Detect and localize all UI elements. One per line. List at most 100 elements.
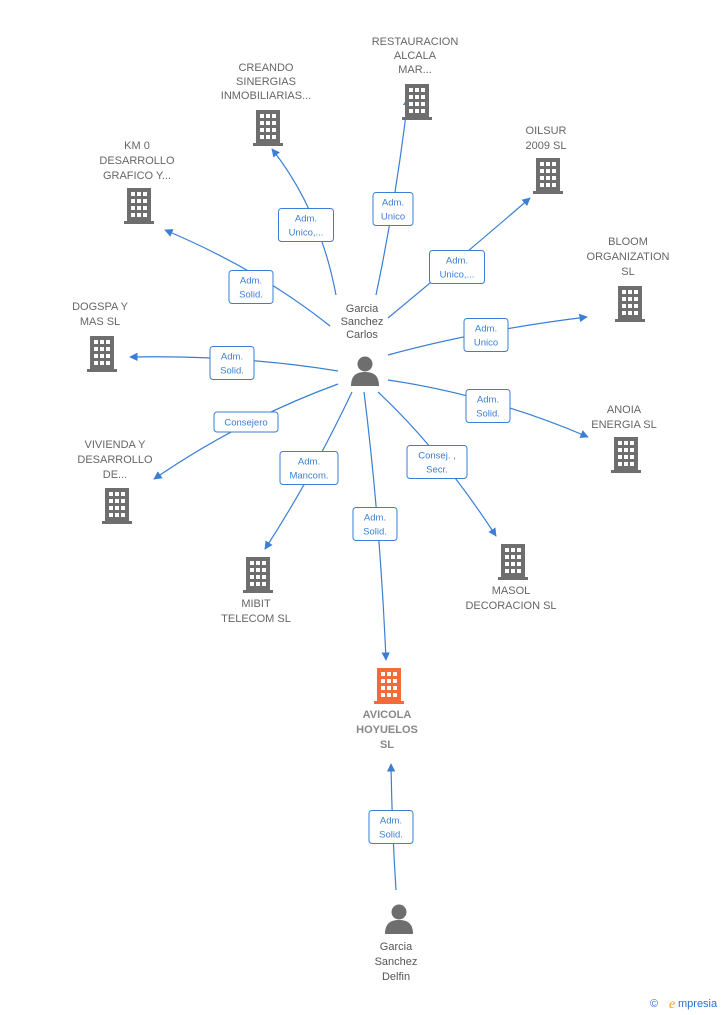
role-label-text: Unico	[474, 338, 498, 349]
role-label-box	[279, 451, 339, 485]
company-name-line: KM 0	[124, 140, 150, 152]
company-name-line: ANOIA	[607, 404, 642, 416]
role-label-box	[228, 270, 274, 304]
role-label-text: Adm.	[295, 214, 317, 225]
company-name-line: DESARROLLO	[99, 155, 175, 167]
company-name-line: MASOL	[492, 585, 531, 597]
role-label-text: Adm.	[475, 324, 497, 335]
company-node-c_anoia[interactable]: ANOIA ENERGIA SL	[591, 404, 657, 473]
company-node-c_crea[interactable]: CREANDOSINERGIASINMOBILIARIAS...	[221, 62, 311, 146]
role-label-box	[352, 507, 398, 541]
role-label-box	[209, 346, 255, 380]
company-node-c_oil[interactable]: OILSUR 2009 SL	[526, 125, 567, 194]
role-label-p2-c_avicola[interactable]: Adm. Solid.	[368, 810, 414, 844]
role-label-p1-c_mibit[interactable]: Adm.Mancom.	[279, 451, 339, 485]
role-label-text: Adm.	[446, 256, 468, 267]
company-name-line: GRAFICO Y...	[103, 170, 171, 182]
role-label-box	[368, 810, 414, 844]
company-node-c_dog[interactable]: DOGSPA Y MAS SL	[72, 301, 129, 372]
role-label-p1-c_anoia[interactable]: Adm. Solid.	[465, 389, 511, 423]
company-name-line: ORGANIZATION	[587, 251, 670, 263]
building-icon	[253, 110, 283, 146]
person-name-line: Sanchez	[341, 316, 384, 328]
company-name-line: VIVIENDA Y	[85, 439, 147, 451]
role-label-p1-c_oil[interactable]: Adm. Unico,...	[429, 250, 485, 284]
role-label-p1-c_masol[interactable]: Consej. ,Secr.	[406, 445, 468, 479]
company-name-line: RESTAURACION	[372, 36, 459, 48]
role-label-text: Unico,...	[440, 270, 475, 281]
company-name-line: DESARROLLO	[77, 454, 153, 466]
person-icon	[351, 356, 379, 386]
company-name-line: ALCALA	[394, 50, 437, 62]
building-icon	[533, 158, 563, 194]
building-icon	[611, 437, 641, 473]
company-name-line: SL	[380, 739, 394, 751]
building-icon	[374, 668, 404, 704]
building-icon	[498, 544, 528, 580]
company-name-line: SINERGIAS	[236, 76, 296, 88]
role-label-text: Unico	[381, 212, 405, 223]
company-name-line: AVICOLA	[363, 709, 412, 721]
company-name-line: HOYUELOS	[356, 724, 418, 736]
company-node-c_viv[interactable]: VIVIENDA YDESARROLLODE...	[77, 439, 153, 524]
role-label-p1-c_viv[interactable]: Consejero	[213, 411, 279, 433]
role-label-p1-c_km0[interactable]: Adm.Solid.	[228, 270, 274, 304]
role-label-box	[213, 411, 279, 433]
company-node-c_bloom[interactable]: BLOOM ORGANIZATION SL	[587, 236, 670, 322]
person-name-line: Garcia	[380, 941, 413, 953]
company-name-line: TELECOM SL	[221, 613, 291, 625]
building-icon	[124, 188, 154, 224]
building-icon	[102, 488, 132, 524]
brand-logo-text: mpresia	[678, 998, 718, 1010]
building-icon	[402, 84, 432, 120]
company-name-line: ENERGIA SL	[591, 419, 656, 431]
person-name-line: Garcia	[346, 303, 379, 315]
company-node-c_masol[interactable]: MASOL DECORACION SL	[465, 544, 557, 612]
company-name-line: DECORACION SL	[465, 600, 556, 612]
role-label-text: Adm.	[380, 816, 402, 827]
role-label-text: Solid.	[239, 290, 263, 301]
role-label-text: Consejero	[224, 418, 267, 429]
person-name-line: Sanchez	[375, 956, 418, 968]
copyright-symbol: ©	[650, 998, 658, 1010]
role-label-box	[278, 208, 334, 242]
role-label-text: Solid.	[476, 409, 500, 420]
role-label-box	[465, 389, 511, 423]
role-label-p1-c_crea[interactable]: Adm. Unico,...	[278, 208, 334, 242]
role-label-text: Adm.	[221, 352, 243, 363]
company-name-line: MIBIT	[241, 598, 271, 610]
building-icon	[87, 336, 117, 372]
role-label-text: Adm.	[298, 457, 320, 468]
role-label-text: Solid.	[363, 527, 387, 538]
company-name-line: SL	[621, 266, 634, 278]
role-label-text: Solid.	[220, 366, 244, 377]
role-label-p1-c_bloom[interactable]: Adm. Unico	[463, 318, 509, 352]
role-label-p1-c_avicola[interactable]: Adm.Solid.	[352, 507, 398, 541]
company-name-line: 2009 SL	[526, 140, 567, 152]
company-name-line: BLOOM	[608, 236, 648, 248]
person-name-line: Carlos	[346, 329, 378, 341]
company-node-c_avicola[interactable]: AVICOLA HOYUELOS SL	[356, 668, 418, 751]
role-label-text: Adm.	[477, 395, 499, 406]
building-icon	[243, 557, 273, 593]
company-node-c_rest[interactable]: RESTAURACION ALCALA MAR...	[372, 36, 459, 120]
company-name-line: MAS SL	[80, 316, 120, 328]
role-label-text: Solid.	[379, 830, 403, 841]
building-icon	[615, 286, 645, 322]
company-name-line: INMOBILIARIAS...	[221, 90, 311, 102]
company-name-line: MAR...	[398, 64, 432, 76]
footer-brand[interactable]: © e mpresia	[650, 997, 718, 1012]
person-icon	[385, 904, 413, 934]
company-node-c_km0[interactable]: KM 0 DESARROLLO GRAFICO Y...	[99, 140, 175, 224]
company-name-line: DOGSPA Y	[72, 301, 129, 313]
role-label-text: Adm.	[382, 198, 404, 209]
role-label-text: Unico,...	[289, 228, 324, 239]
company-node-c_mibit[interactable]: MIBIT TELECOM SL	[221, 557, 291, 625]
company-name-line: OILSUR	[526, 125, 567, 137]
role-label-p1-c_rest[interactable]: Adm. Unico	[372, 192, 414, 226]
role-label-p1-c_dog[interactable]: Adm. Solid.	[209, 346, 255, 380]
person-name-line: Delfin	[382, 971, 410, 983]
